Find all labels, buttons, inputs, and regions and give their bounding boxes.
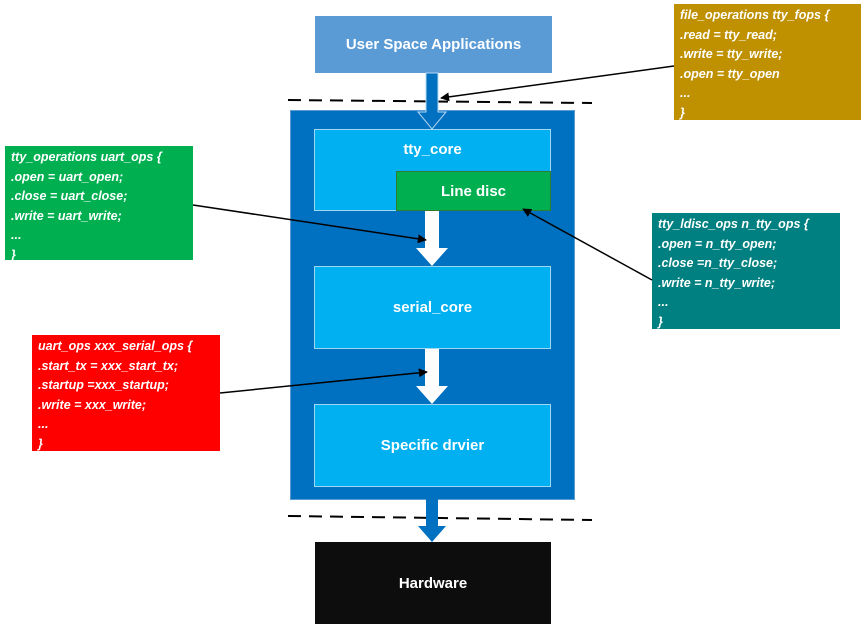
note-line: ... [11,228,22,242]
ldisc-ops-pointer [522,208,653,281]
note-line: .close = uart_close; [11,189,128,203]
kernel-hardware-boundary [287,515,593,521]
hardware-label: Hardware [398,574,468,592]
uart-ops-note: tty_operations uart_ops { .open = uart_o… [5,146,193,262]
note-line: } [38,436,43,451]
note-line: .start_tx = xxx_start_tx; [38,358,179,373]
serial-ops-pointer [219,368,428,394]
note-line: .close =n_tty_close; [658,256,778,270]
note-line: .write = uart_write; [11,208,122,223]
note-line: file_operations tty_fops { [680,8,830,22]
tty-ldisc-ops-note: tty_ldisc_ops n_tty_ops { .open = n_tty_… [652,213,840,329]
uart-ops-pointer [192,204,427,244]
note-line: } [11,247,16,262]
line-disc-box: Line disc [396,171,551,211]
user-space-applications-box: User Space Applications [315,16,552,73]
note-line: .write = xxx_write; [38,397,147,412]
serial-core-box: serial_core [314,266,551,349]
specific-driver-box: Specific drvier [314,404,551,487]
file-operations-note: file_operations tty_fops { .read = tty_r… [674,4,861,120]
note-line: .open = n_tty_open; [658,236,777,251]
user-space-applications-label: User Space Applications [345,36,522,53]
note-line: .open = uart_open; [11,169,124,184]
driver-to-hardware-arrow [418,487,446,542]
serial-core-label: serial_core [392,299,473,316]
note-line: .write = n_tty_write; [658,275,776,290]
note-line: ... [658,295,669,309]
note-line: ... [680,86,691,100]
tty-core-label: tty_core [403,141,462,158]
serial-ops-note: uart_ops xxx_serial_ops { .start_tx = xx… [32,335,220,451]
hardware-box: Hardware [315,542,551,624]
tty-to-serial-arrow [416,211,448,266]
note-line: .startup =xxx_startup; [38,378,169,392]
note-line: tty_operations uart_ops { [11,150,162,164]
note-line: tty_ldisc_ops n_tty_ops { [658,217,809,231]
file-ops-pointer [440,65,675,102]
note-line: .read = tty_read; [680,27,777,42]
line-disc-label: Line disc [440,182,507,200]
user-to-tty-arrow [416,72,448,130]
note-line: uart_ops xxx_serial_ops { [38,339,193,353]
note-line: ... [38,417,49,431]
note-line: .open = tty_open [680,66,780,81]
note-line: } [680,105,685,120]
serial-to-driver-arrow [416,349,448,404]
user-kernel-boundary [287,99,593,104]
note-line: } [658,314,663,329]
note-line: .write = tty_write; [680,47,783,61]
specific-driver-label: Specific drvier [380,437,485,454]
